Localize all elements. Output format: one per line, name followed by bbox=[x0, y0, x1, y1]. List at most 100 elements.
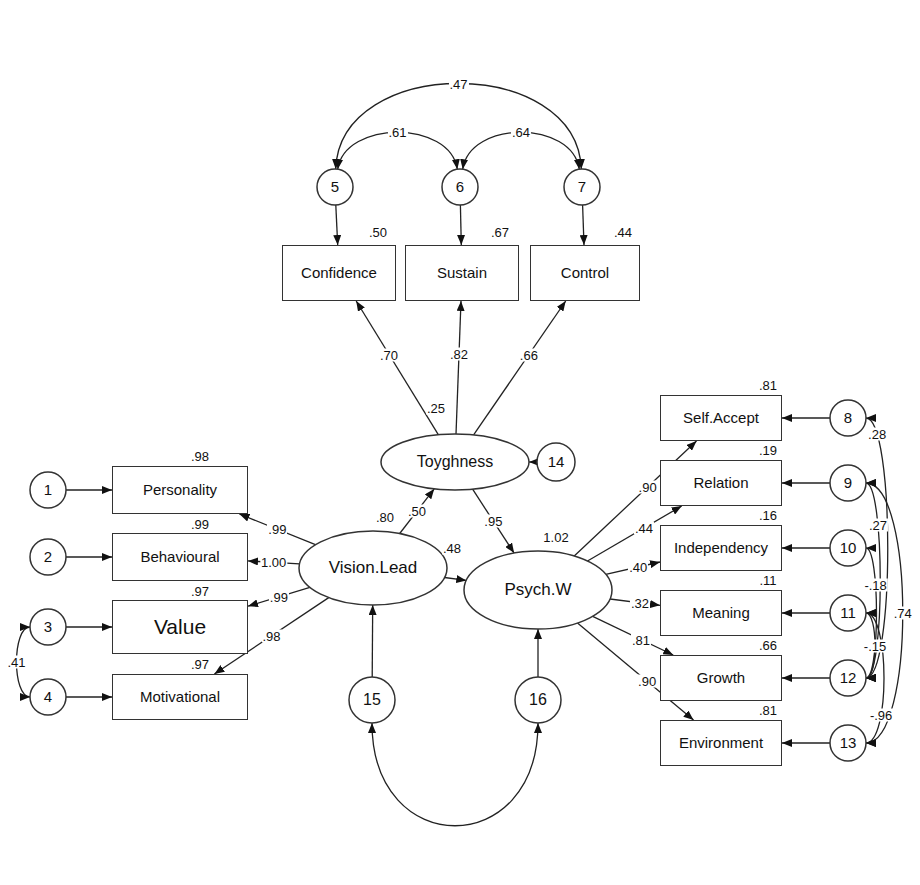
path-coefficient: .95 bbox=[483, 515, 503, 528]
r-squared: .44 bbox=[613, 226, 633, 239]
error-term: 16 bbox=[514, 676, 562, 724]
path-coefficient: .90 bbox=[638, 481, 658, 494]
path-arrow bbox=[66, 626, 112, 627]
variable-name: Control bbox=[561, 265, 609, 282]
variable-name: 5 bbox=[331, 179, 339, 196]
variable-name: Growth bbox=[697, 670, 745, 687]
path-coefficient: 1.00 bbox=[260, 556, 287, 569]
r-squared: .50 bbox=[368, 226, 388, 239]
error-term: 8 bbox=[829, 399, 867, 437]
path-coefficient: .50 bbox=[407, 505, 427, 518]
latent-variable: Toyghness bbox=[380, 433, 530, 491]
variable-name: Relation bbox=[693, 475, 748, 492]
variable-name: Toyghness bbox=[417, 453, 494, 471]
latent-variable: Psych.W bbox=[463, 550, 613, 630]
variable-name: 3 bbox=[44, 619, 52, 636]
path-coefficient: .41 bbox=[6, 656, 26, 669]
error-term: 13 bbox=[829, 724, 867, 762]
r-squared: .97 bbox=[190, 658, 210, 671]
path-coefficient: .99 bbox=[269, 590, 289, 603]
observed-variable: Behavioural bbox=[112, 533, 248, 581]
path-coefficient: .66 bbox=[519, 348, 539, 361]
error-term: 11 bbox=[829, 594, 867, 632]
variable-name: 15 bbox=[363, 691, 381, 709]
variable-name: 2 bbox=[44, 549, 52, 566]
path-arrow bbox=[66, 696, 112, 697]
path-arrow bbox=[782, 677, 830, 678]
path-coefficient: .40 bbox=[628, 561, 648, 574]
path-arrow bbox=[782, 482, 830, 483]
path-arrow bbox=[248, 587, 310, 606]
variable-name: Sustain bbox=[437, 265, 487, 282]
error-term: 2 bbox=[29, 538, 67, 576]
path-coefficient: -.96 bbox=[869, 708, 893, 721]
path-arrow bbox=[239, 514, 315, 545]
variable-name: Motivational bbox=[140, 689, 220, 706]
observed-variable: Value bbox=[112, 600, 248, 654]
variable-name: 9 bbox=[844, 475, 852, 492]
path-coefficient: .74 bbox=[893, 607, 913, 620]
r-squared: .67 bbox=[490, 226, 510, 239]
path-arrow bbox=[66, 489, 112, 490]
observed-variable: Growth bbox=[660, 655, 782, 701]
path-arrow bbox=[66, 556, 112, 557]
path-arrow bbox=[782, 612, 830, 613]
variable-name: Meaning bbox=[692, 605, 750, 622]
path-coefficient: .90 bbox=[637, 675, 657, 688]
variable-name: Independency bbox=[674, 540, 768, 557]
r-squared: .97 bbox=[190, 585, 210, 598]
observed-variable: Meaning bbox=[660, 590, 782, 636]
path-coefficient: .27 bbox=[868, 519, 888, 532]
path-arrow bbox=[529, 461, 537, 462]
variable-name: 8 bbox=[844, 410, 852, 427]
variable-name: 16 bbox=[529, 691, 547, 709]
path-coefficient: .47 bbox=[448, 77, 468, 90]
r-squared: 1.02 bbox=[542, 531, 569, 544]
path-arrow bbox=[372, 605, 374, 677]
observed-variable: Self.Accept bbox=[660, 395, 782, 441]
variable-name: 13 bbox=[840, 735, 857, 752]
observed-variable: Personality bbox=[112, 466, 248, 514]
error-term: 10 bbox=[829, 529, 867, 567]
path-arrow bbox=[537, 629, 538, 677]
path-arrow bbox=[782, 547, 830, 548]
variable-name: 4 bbox=[44, 689, 52, 706]
observed-variable: Independency bbox=[660, 525, 782, 571]
variable-name: 1 bbox=[44, 482, 52, 499]
observed-variable: Motivational bbox=[112, 674, 248, 720]
variable-name: Psych.W bbox=[504, 581, 571, 600]
error-term: 1 bbox=[29, 471, 67, 509]
error-term: 5 bbox=[316, 168, 354, 206]
path-coefficient: .81 bbox=[631, 633, 651, 646]
error-term: 9 bbox=[829, 464, 867, 502]
variable-name: 12 bbox=[840, 670, 857, 687]
variable-name: 6 bbox=[456, 179, 464, 196]
error-term: 12 bbox=[829, 659, 867, 697]
observed-variable: Control bbox=[530, 245, 640, 301]
path-arrow bbox=[336, 205, 338, 245]
error-term: 15 bbox=[348, 676, 396, 724]
r-squared: .25 bbox=[426, 402, 446, 415]
path-arrow bbox=[460, 205, 462, 245]
observed-variable: Relation bbox=[660, 460, 782, 506]
covariance-arrow bbox=[866, 613, 884, 743]
path-arrow bbox=[473, 489, 514, 553]
variable-name: Behavioural bbox=[140, 549, 219, 566]
path-coefficient: .70 bbox=[379, 348, 399, 361]
variable-name: 14 bbox=[548, 454, 565, 471]
r-squared: .99 bbox=[190, 518, 210, 531]
r-squared: .81 bbox=[758, 379, 778, 392]
error-term: 4 bbox=[29, 678, 67, 716]
variable-name: 11 bbox=[840, 605, 856, 622]
path-arrow bbox=[782, 417, 830, 418]
observed-variable: Sustain bbox=[405, 245, 519, 301]
r-squared: .98 bbox=[190, 450, 210, 463]
path-coefficient: .48 bbox=[442, 542, 462, 555]
path-coefficient: .64 bbox=[511, 126, 531, 139]
r-squared: .11 bbox=[758, 574, 777, 587]
r-squared: .80 bbox=[375, 511, 395, 524]
r-squared: .66 bbox=[758, 639, 778, 652]
error-term: 7 bbox=[563, 168, 601, 206]
path-coefficient: .28 bbox=[867, 427, 887, 440]
variable-name: Self.Accept bbox=[683, 410, 759, 427]
